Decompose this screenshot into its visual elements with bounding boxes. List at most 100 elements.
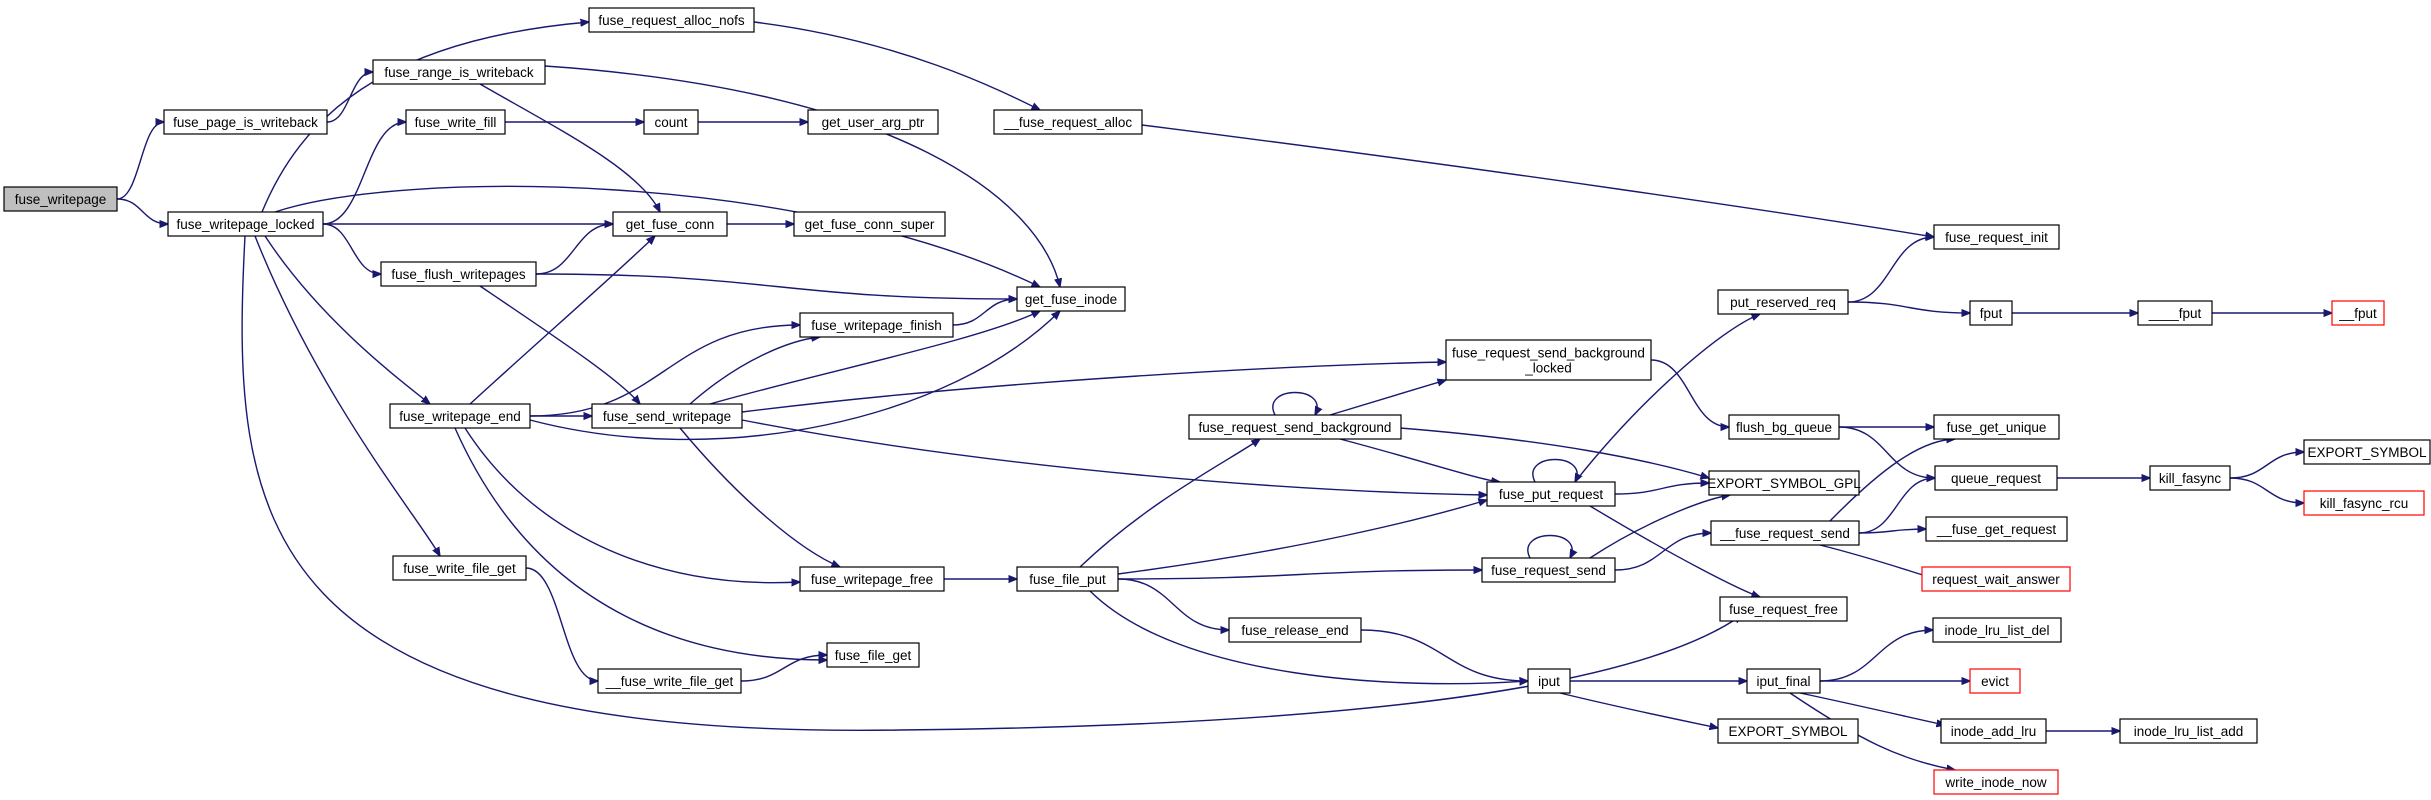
edge-fuse_writepage-to-fuse_page_is_writeback: [116, 122, 164, 200]
node-get-fuse-conn[interactable]: get_fuse_conn: [612, 211, 728, 237]
node---fuse-get-request[interactable]: __fuse_get_request: [1925, 516, 2068, 542]
node-label: fuse_file_put: [1029, 572, 1106, 587]
node-fuse-put-request[interactable]: fuse_put_request: [1486, 481, 1616, 507]
edge-put_reserved_req-to-fput: [1847, 301, 1970, 313]
node-fput[interactable]: fput: [1969, 300, 2013, 326]
node-label: fuse_writepage_free: [811, 572, 933, 587]
node-fuse-release-end[interactable]: fuse_release_end: [1228, 617, 1362, 643]
node-EXPORT-SYMBOL-top[interactable]: EXPORT_SYMBOL: [2303, 439, 2431, 465]
node-box: [1710, 520, 1860, 546]
node-flush-bg-queue[interactable]: flush_bg_queue: [1728, 414, 1840, 440]
node-EXPORT-SYMBOL-bottom[interactable]: EXPORT_SYMBOL: [1717, 718, 1859, 744]
node-fuse-range-is-writeback[interactable]: fuse_range_is_writeback: [372, 59, 546, 85]
node-write-inode-now[interactable]: write_inode_now: [1933, 769, 2059, 795]
edge-fuse_writepage_end-to-get_fuse_conn: [469, 236, 655, 405]
node-box: [799, 566, 945, 592]
node-queue-request[interactable]: queue_request: [1934, 465, 2058, 491]
node-iput-final[interactable]: iput_final: [1746, 668, 1821, 694]
edge-fuse_file_put-to-fuse_request_send_background: [1079, 439, 1260, 568]
node-inode-lru-list-add[interactable]: inode_lru_list_add: [2119, 718, 2258, 744]
node-box: [2149, 465, 2231, 491]
node---fuse-write-file-get[interactable]: __fuse_write_file_get: [597, 668, 742, 694]
edge-fuse_writepage_locked-to-fuse_flush_writepages: [322, 223, 381, 274]
node-fuse-flush-writepages[interactable]: fuse_flush_writepages: [380, 261, 537, 287]
node-fuse-writepage-free[interactable]: fuse_writepage_free: [799, 566, 945, 592]
node-get-user-arg-ptr[interactable]: get_user_arg_ptr: [807, 109, 939, 135]
node-inode-lru-list-del[interactable]: inode_lru_list_del: [1932, 617, 2062, 643]
node-fuse-write-fill[interactable]: fuse_write_fill: [405, 109, 506, 135]
node-count[interactable]: count: [643, 109, 699, 135]
edge-fuse_writepage_end-to-fuse_file_get: [454, 427, 827, 660]
node-box: [405, 109, 506, 135]
edge-fuse_writepage_finish-to-get_fuse_inode: [952, 299, 1017, 326]
node---fput[interactable]: __fput: [2331, 300, 2385, 326]
edge-fuse_writepage-to-fuse_writepage_locked: [116, 198, 168, 224]
node-kill-fasync-rcu[interactable]: kill_fasync_rcu: [2303, 490, 2425, 516]
node-get-fuse-inode[interactable]: get_fuse_inode: [1016, 286, 1126, 312]
node-fuse-request-free[interactable]: fuse_request_free: [1719, 596, 1848, 622]
edge-iput-to-EXPORT_SYMBOL_bottom: [1559, 692, 1718, 728]
edge-fuse_request_send-to-EXPORT_SYMBOL_GPL: [1589, 495, 1730, 559]
node-fuse-writepage-end[interactable]: fuse_writepage_end: [389, 403, 531, 429]
node-box: [1719, 596, 1848, 622]
node-label: EXPORT_SYMBOL_GPL: [1707, 476, 1861, 491]
node-fuse-request-send[interactable]: fuse_request_send: [1481, 557, 1616, 583]
node-fuse-write-file-get[interactable]: fuse_write_file_get: [392, 555, 527, 581]
nodes-layer: fuse_writepagefuse_page_is_writebackfuse…: [3, 7, 2431, 795]
edge-fuse_writepage_locked-to-fuse_request_alloc_nofs: [261, 22, 589, 213]
node-label: put_reserved_req: [1730, 295, 1836, 310]
node-kill-fasync[interactable]: kill_fasync: [2149, 465, 2231, 491]
node-fuse-request-init[interactable]: fuse_request_init: [1933, 224, 2060, 250]
edge-fuse_put_request-to-fuse_request_free: [1589, 505, 1760, 597]
node-fuse-request-alloc-nofs[interactable]: fuse_request_alloc_nofs: [588, 7, 755, 33]
node-box: [1486, 481, 1616, 507]
node-fuse-file-put[interactable]: fuse_file_put: [1016, 566, 1119, 592]
node-fuse-send-writepage[interactable]: fuse_send_writepage: [591, 403, 743, 429]
edge-fuse_request_send-to-__fuse_request_send: [1614, 533, 1711, 571]
node-fuse-page-is-writeback[interactable]: fuse_page_is_writeback: [163, 109, 328, 135]
edge-kill_fasync-to-kill_fasync_rcu: [2229, 477, 2304, 503]
edge-kill_fasync-to-EXPORT_SYMBOL_top: [2229, 452, 2304, 479]
node-box: [993, 109, 1143, 135]
node-box: [1728, 414, 1840, 440]
node---fuse-request-alloc[interactable]: __fuse_request_alloc: [993, 109, 1143, 135]
node-label: fuse_release_end: [1241, 623, 1348, 638]
node-put-reserved-req[interactable]: put_reserved_req: [1717, 289, 1849, 315]
node-label: iput: [1538, 674, 1560, 689]
node-EXPORT-SYMBOL-GPL[interactable]: EXPORT_SYMBOL_GPL: [1707, 470, 1861, 496]
node-box: [1921, 566, 2071, 592]
node-label: get_fuse_inode: [1025, 292, 1117, 307]
node-box: [1933, 414, 2060, 440]
node-fuse-writepage[interactable]: fuse_writepage: [3, 186, 118, 212]
node-fuse-file-get[interactable]: fuse_file_get: [826, 642, 920, 668]
node-box: [799, 312, 954, 338]
node-request-wait-answer[interactable]: request_wait_answer: [1921, 566, 2071, 592]
node-----fput[interactable]: ____fput: [2137, 300, 2213, 326]
node-label: fuse_write_file_get: [403, 561, 516, 576]
node-fuse-get-unique[interactable]: fuse_get_unique: [1933, 414, 2060, 440]
edge-__fuse_write_file_get-to-fuse_file_get: [740, 655, 827, 682]
node-label: fuse_flush_writepages: [391, 267, 526, 282]
node-label: fuse_file_get: [835, 648, 912, 663]
edge-fuse_file_put-to-fuse_put_request: [1117, 500, 1487, 575]
node-iput[interactable]: iput: [1527, 668, 1571, 694]
node-box: [807, 109, 939, 135]
edge-put_reserved_req-to-fuse_request_init: [1847, 237, 1934, 303]
edge-fuse_request_send_background_locked-to-flush_bg_queue: [1650, 359, 1729, 427]
edge-fuse_writepage_end-to-fuse_writepage_free: [464, 427, 800, 583]
edge-fuse_flush_writepages-to-get_fuse_conn: [535, 224, 613, 275]
node---fuse-request-send[interactable]: __fuse_request_send: [1710, 520, 1860, 546]
node-inode-add-lru[interactable]: inode_add_lru: [1940, 718, 2047, 744]
node-get-fuse-conn-super[interactable]: get_fuse_conn_super: [793, 211, 946, 237]
edge-fuse_write_file_get-to-__fuse_write_file_get: [525, 567, 598, 681]
node-fuse-request-send-background[interactable]: fuse_request_send_background: [1188, 414, 1402, 440]
node-box: [1188, 414, 1402, 440]
node-box: [392, 555, 527, 581]
node-fuse-writepage-finish[interactable]: fuse_writepage_finish: [799, 312, 954, 338]
node-evict[interactable]: evict: [1969, 668, 2021, 694]
node-fuse-writepage-locked[interactable]: fuse_writepage_locked: [167, 211, 324, 237]
edge-fuse_writepage_locked-to-fuse_write_fill: [322, 122, 406, 225]
edge-fuse_put_request-to-EXPORT_SYMBOL_GPL: [1614, 483, 1709, 495]
node-fuse-request-send-background-locked[interactable]: fuse_request_send_background_locked: [1445, 339, 1652, 381]
